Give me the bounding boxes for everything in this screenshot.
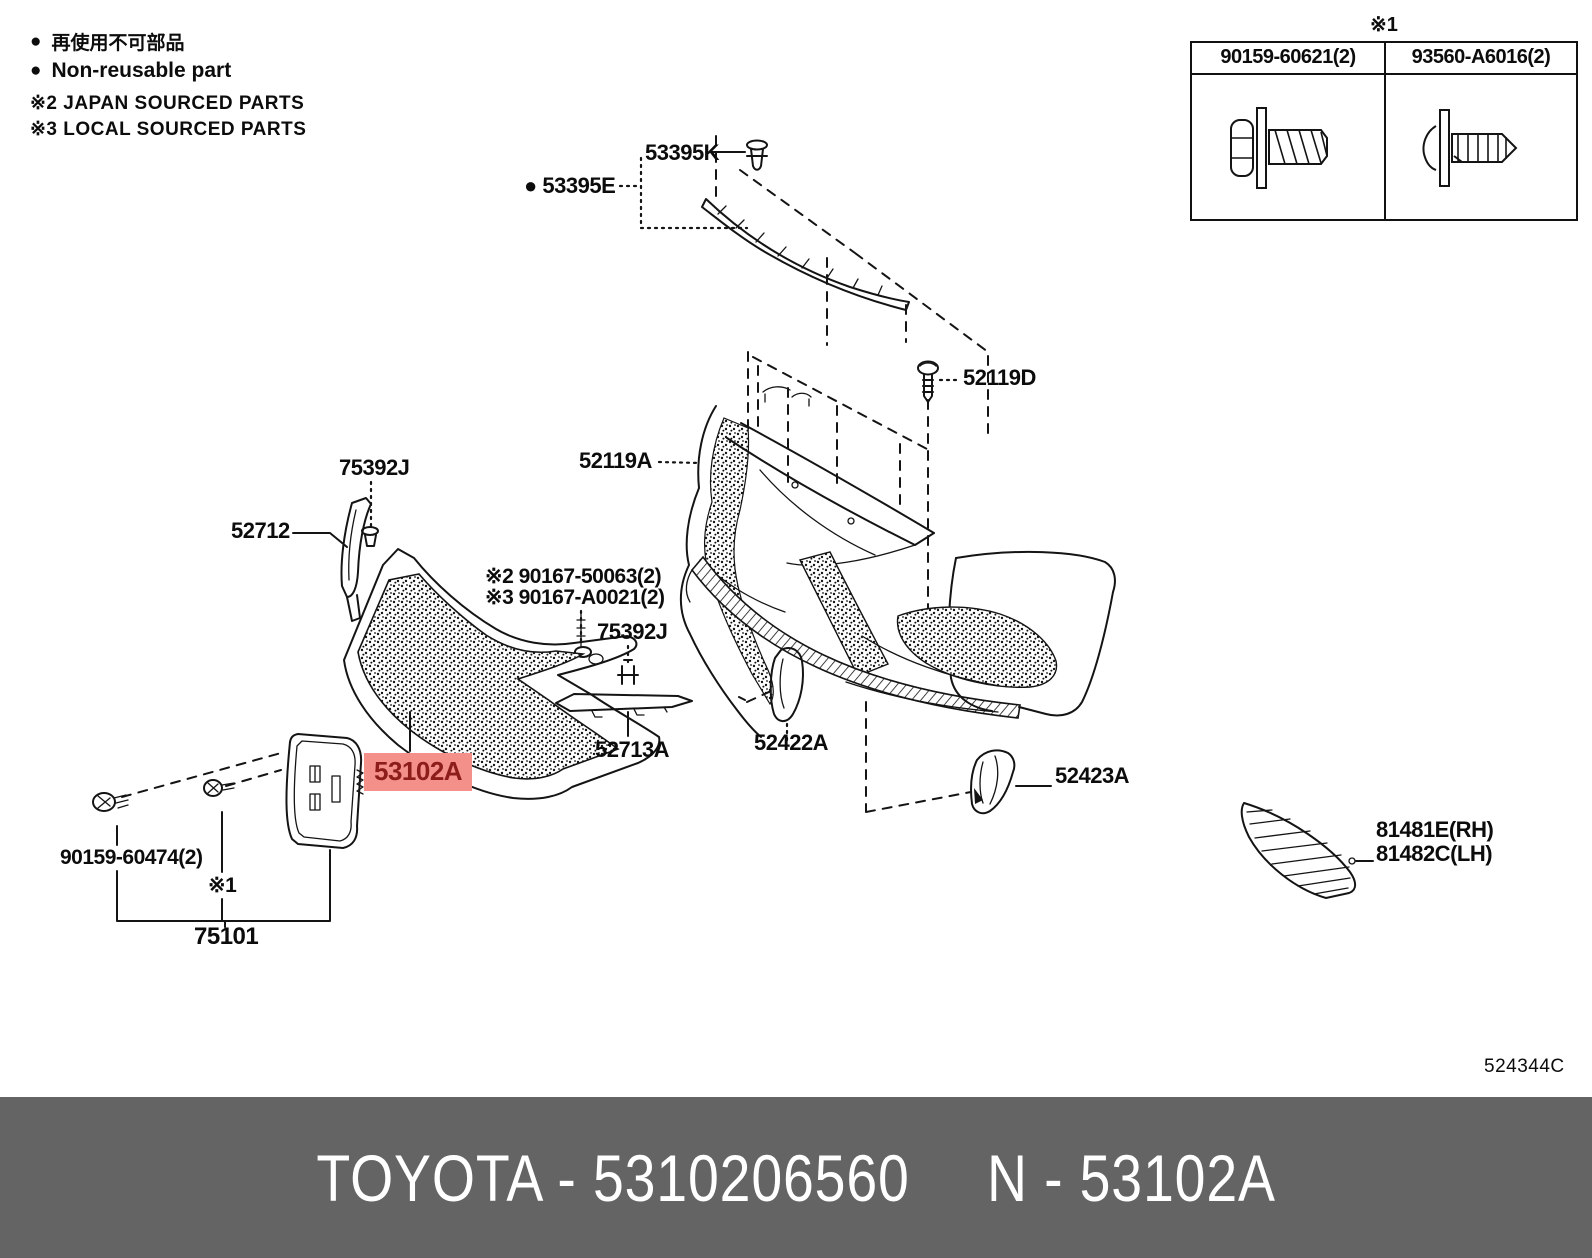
part-label-90167-local[interactable]: ※3 90167-A0021(2) [485,586,665,609]
part-label-75101[interactable]: 75101 [194,923,259,950]
legend-en-text: Non-reusable part [51,59,232,82]
hardware-table-ref: ※1 [1370,14,1398,36]
footer-figure-code: N - 53102A [986,1140,1276,1215]
footer-part-number: TOYOTA - 5310206560 [316,1140,910,1215]
part-label-53395K[interactable]: 53395K [645,140,720,165]
diagram-code: 524344C [1484,1056,1565,1077]
hardware-cell-1: 93560-A6016(2) [1384,43,1576,219]
pan-head-tapping-screw-icon [1422,109,1518,187]
leader-52119A [657,460,702,465]
bumper-upper-piece-52119A [679,386,935,738]
bracket-52422A [738,647,804,742]
part-label-52119D[interactable]: 52119D [963,365,1036,390]
part-label-52712[interactable]: 52712 [231,518,290,543]
part-label-53395E[interactable]: ● 53395E [524,173,616,198]
hardware-table: 90159-60621(2) 93560-A6016(2) [1190,41,1578,221]
part-label-53102A-highlighted[interactable]: 53102A [364,753,473,792]
bullet-icon: ● [30,60,42,81]
hardware-cell-0: 90159-60621(2) [1192,43,1384,219]
hex-flange-bolt-icon [1230,107,1328,189]
part-label-75392J-1[interactable]: 75392J [339,455,410,480]
fog-cover-81481 [1240,802,1374,899]
part-label-52119A[interactable]: 52119A [579,448,652,473]
legend-nonreusable-jp: ● 再使用不可部品 [30,28,306,55]
part-label-52423A[interactable]: 52423A [1055,763,1130,788]
legend-jp-text: 再使用不可部品 [51,33,185,54]
hood-seal-strip-53395 [701,198,910,311]
part-label-81482C[interactable]: 81482C(LH) [1376,841,1493,866]
nonreusable-bullet-icon: ● [524,173,537,198]
legend-nonreusable-en: ● Non-reusable part [30,59,306,83]
bullet-icon: ● [30,30,42,52]
trim-52712 [292,480,379,622]
part-label-81481E[interactable]: 81481E(RH) [1376,817,1494,842]
part-label-52713A[interactable]: 52713A [595,737,670,762]
part-label-52422A[interactable]: 52422A [754,730,829,755]
license-bracket-75101 [92,733,364,928]
screw-52119D-icon [917,360,939,403]
projection-dashes [715,135,989,613]
footer-bar: TOYOTA - 5310206560 N - 53102A [0,1097,1592,1258]
bumper-lower-piece [685,550,1116,719]
part-label-75392J-2[interactable]: 75392J [597,619,668,644]
hardware-part-number: 93560-A6016(2) [1386,43,1576,75]
bracket-53395E [618,156,749,230]
legend-japan-sourced: ※2 JAPAN SOURCED PARTS [30,93,305,114]
strip-52713A [555,644,693,737]
hardware-table-block: ※1 90159-60621(2) 93560-A6016(2) [1190,12,1578,221]
ref-label-1: ※1 [208,874,237,897]
retainer-clip-icon [746,139,768,171]
legend-local-sourced: ※3 LOCAL SOURCED PARTS [30,119,307,140]
legend: ● 再使用不可部品 ● Non-reusable part ※2 JAPAN S… [30,28,306,141]
hardware-part-number: 90159-60621(2) [1192,43,1384,75]
part-label-90167-japan[interactable]: ※2 90167-50063(2) [485,565,662,588]
bracket-52423A [865,701,1052,815]
part-label-90159[interactable]: 90159-60474(2) [60,846,203,869]
